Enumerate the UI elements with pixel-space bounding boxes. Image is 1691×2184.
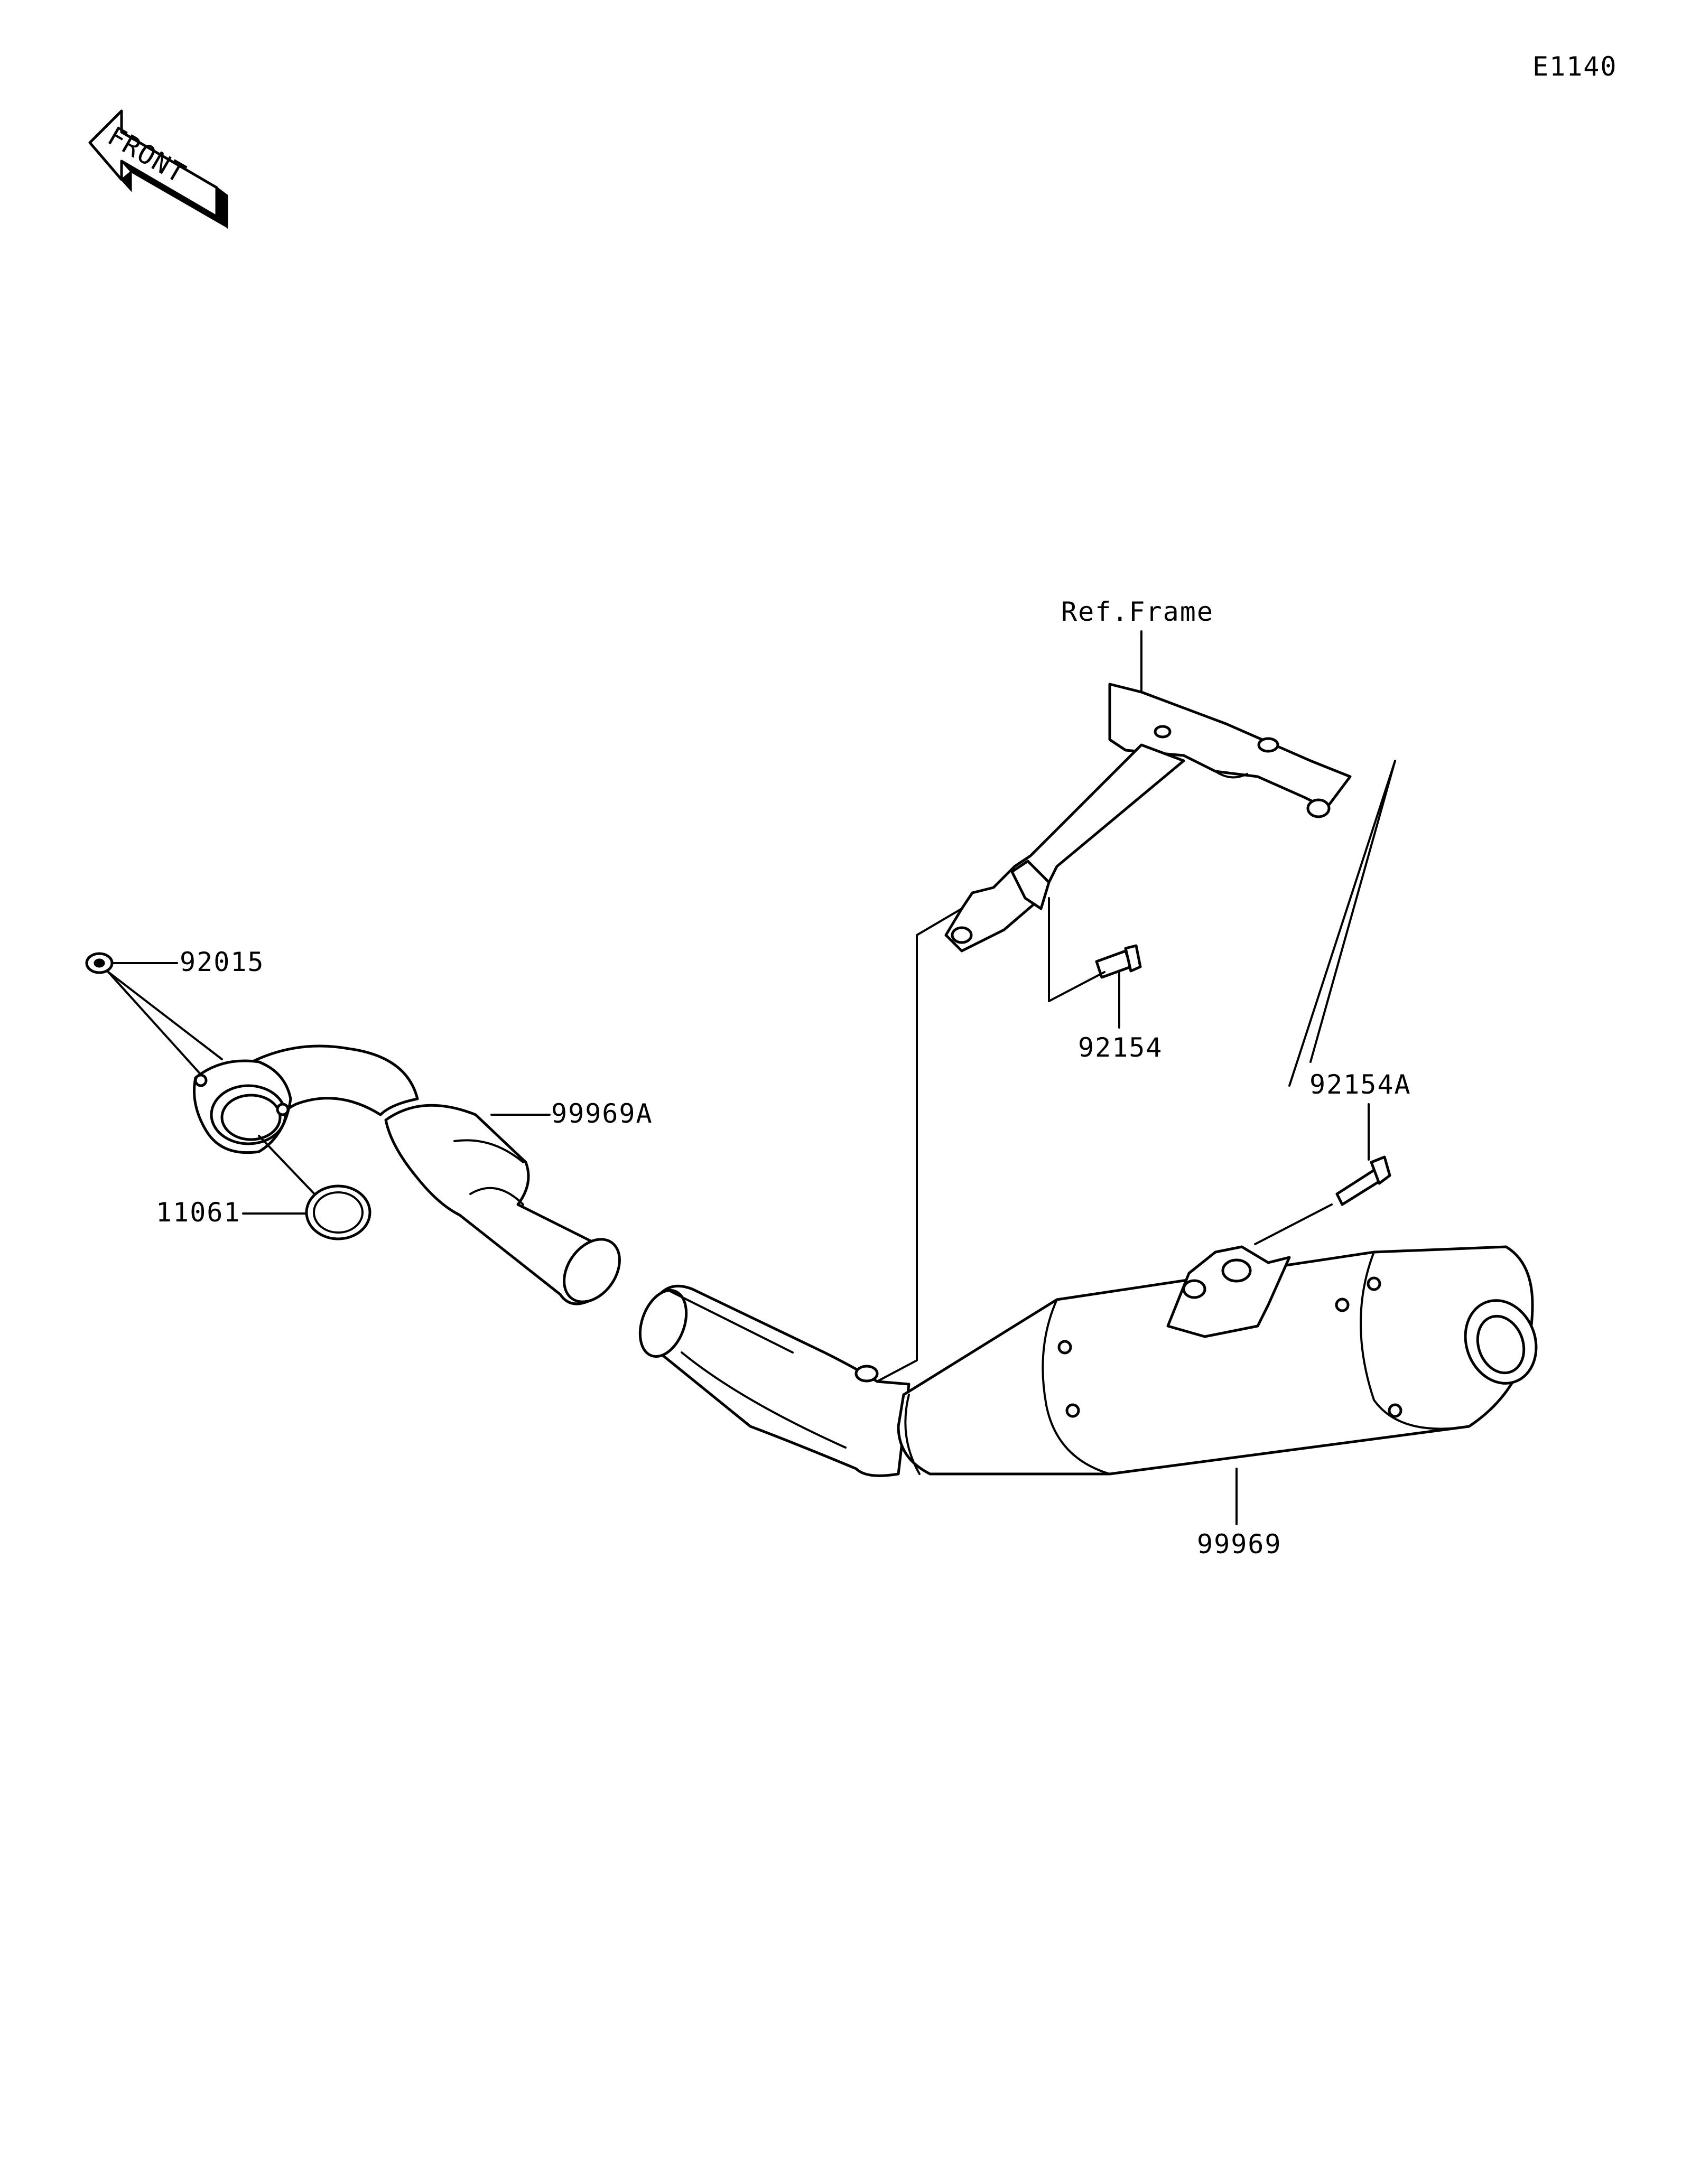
ref-line-right-b (1288, 760, 1396, 1087)
diagram-id: E1140 (1532, 51, 1618, 82)
gasket-11061 (305, 1184, 371, 1240)
label-99969A: 99969A (551, 1098, 653, 1129)
label-99969: 99969 (1197, 1529, 1282, 1560)
nut-92015 (85, 952, 114, 974)
bolt-92154A (1335, 1155, 1391, 1206)
header-pipe-99969A (193, 1044, 621, 1305)
label-92154: 92154 (1078, 1032, 1163, 1063)
front-arrow: FRONT (88, 109, 228, 229)
bolt-92154 (1095, 944, 1142, 979)
muffler-99969 (638, 1245, 1538, 1477)
ref-line-left (871, 908, 963, 1385)
ref-line-right-a (1309, 760, 1396, 1063)
frame-bracket (944, 683, 1352, 953)
label-11061: 11061 (156, 1197, 241, 1228)
leader-92154-pointer (1048, 897, 1105, 1002)
ref-frame-label: Ref.Frame (1061, 596, 1214, 627)
label-92015: 92015 (180, 947, 265, 977)
label-92154A: 92154A (1309, 1069, 1411, 1100)
